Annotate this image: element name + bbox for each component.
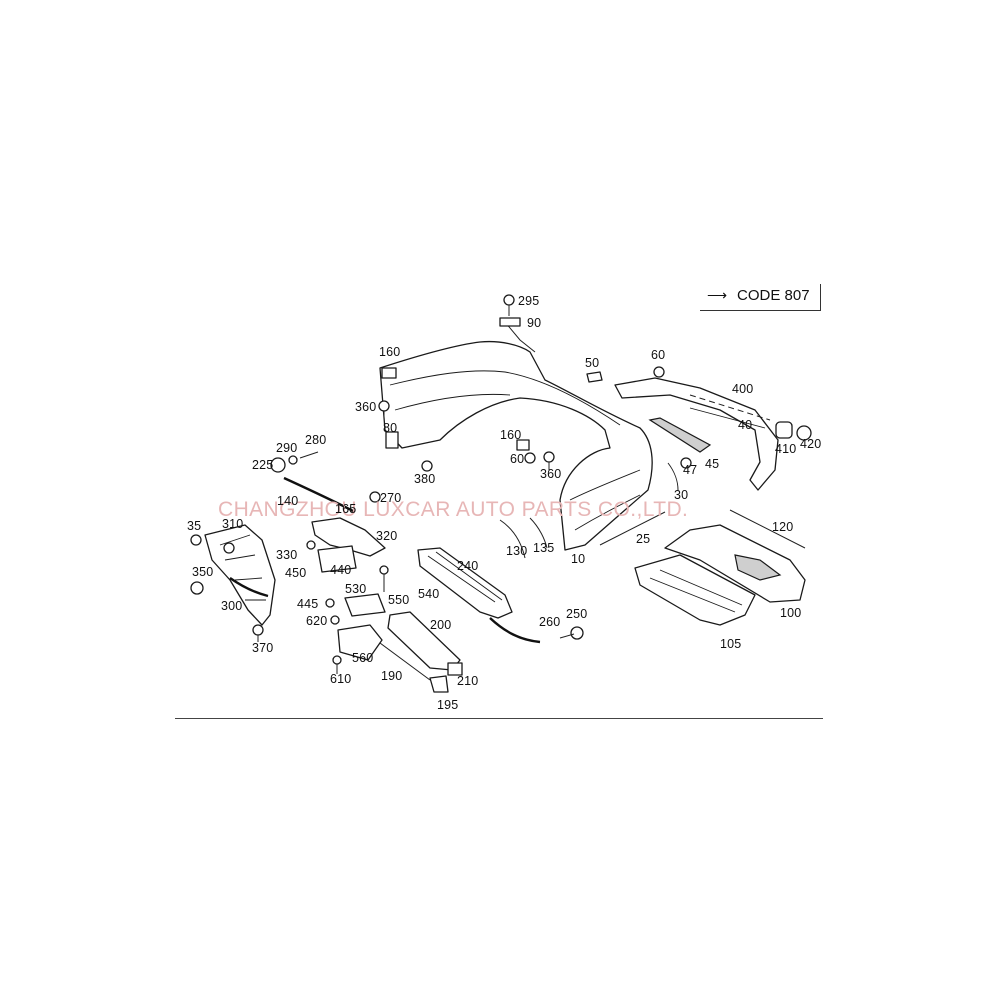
- callout-label: 360: [540, 467, 562, 481]
- callout-label: 420: [800, 437, 822, 451]
- callout-label: 410: [775, 442, 797, 456]
- lower-panel: [337, 593, 461, 671]
- callout-label: 610: [330, 672, 352, 686]
- callout-label: 80: [383, 421, 398, 435]
- watermark-text: CHANGZHOU LUXCAR AUTO PARTS CO.,LTD.: [218, 498, 689, 521]
- callout-label: 25: [636, 532, 651, 546]
- rod-assembly: [379, 642, 463, 693]
- callout-label: 400: [732, 382, 754, 396]
- arrow-right-icon: ⟶: [707, 287, 728, 303]
- side-guide-bracket: [311, 517, 386, 573]
- callout-label: 210: [457, 674, 479, 688]
- callout-label: 530: [345, 582, 367, 596]
- callout-label: 240: [457, 559, 479, 573]
- callout-label: 380: [414, 472, 436, 486]
- callout-label: 50: [585, 356, 600, 370]
- callout-label: 445: [297, 597, 319, 611]
- callout-label: 290: [276, 441, 298, 455]
- callout-label: 195: [437, 698, 459, 712]
- callout-label: 200: [430, 618, 452, 632]
- fasteners: [190, 294, 692, 674]
- callout-label: 130: [506, 544, 528, 558]
- callout-label: 120: [772, 520, 794, 534]
- trim-moldings: [499, 462, 806, 559]
- callout-label: 540: [418, 587, 440, 601]
- callout-label: 47: [683, 463, 698, 477]
- upper-trim: [614, 377, 779, 491]
- callout-label: 40: [738, 418, 753, 432]
- callout-label: 260: [539, 615, 561, 629]
- callout-label: 250: [566, 607, 588, 621]
- callout-label: 310: [222, 517, 244, 531]
- bumper-bracket-left: [204, 524, 276, 626]
- callout-label: 370: [252, 641, 274, 655]
- callout-label: 300: [221, 599, 243, 613]
- callout-label: 90: [527, 316, 542, 330]
- callout-label: 190: [381, 669, 403, 683]
- callout-label: 280: [305, 433, 327, 447]
- callout-label: 450: [285, 566, 307, 580]
- callout-label: 295: [518, 294, 540, 308]
- callout-label: 550: [388, 593, 410, 607]
- code-box: [700, 284, 821, 311]
- callout-label: 35: [187, 519, 202, 533]
- callout-label: 360: [355, 400, 377, 414]
- callout-label: 165: [335, 502, 357, 516]
- callout-label: 225: [252, 458, 274, 472]
- reinforcement-bar: [417, 547, 513, 619]
- callout-label: 270: [380, 491, 402, 505]
- callout-label: 30: [674, 488, 689, 502]
- callout-label: 140: [277, 494, 299, 508]
- callout-label: 60: [510, 452, 525, 466]
- callout-label: 100: [780, 606, 802, 620]
- bumper-cover: [379, 321, 653, 551]
- callout-label: 620: [306, 614, 328, 628]
- code-label: CODE 807: [737, 287, 810, 304]
- callout-label: 320: [376, 529, 398, 543]
- callout-label: 160: [379, 345, 401, 359]
- callout-label: 440: [330, 563, 352, 577]
- dashed-leader: [689, 394, 771, 421]
- leader-arrows: [229, 476, 541, 644]
- callout-label: 105: [720, 637, 742, 651]
- callout-label: 160: [500, 428, 522, 442]
- callout-label: 10: [571, 552, 586, 566]
- callout-label: 135: [533, 541, 555, 555]
- callout-label: 350: [192, 565, 214, 579]
- callout-label: 60: [651, 348, 666, 362]
- callout-label: 560: [352, 651, 374, 665]
- rear-diffuser: [634, 524, 806, 626]
- bottom-divider: [175, 718, 823, 719]
- callout-label: 330: [276, 548, 298, 562]
- callout-label: 45: [705, 457, 720, 471]
- parking-sensors: [775, 421, 812, 441]
